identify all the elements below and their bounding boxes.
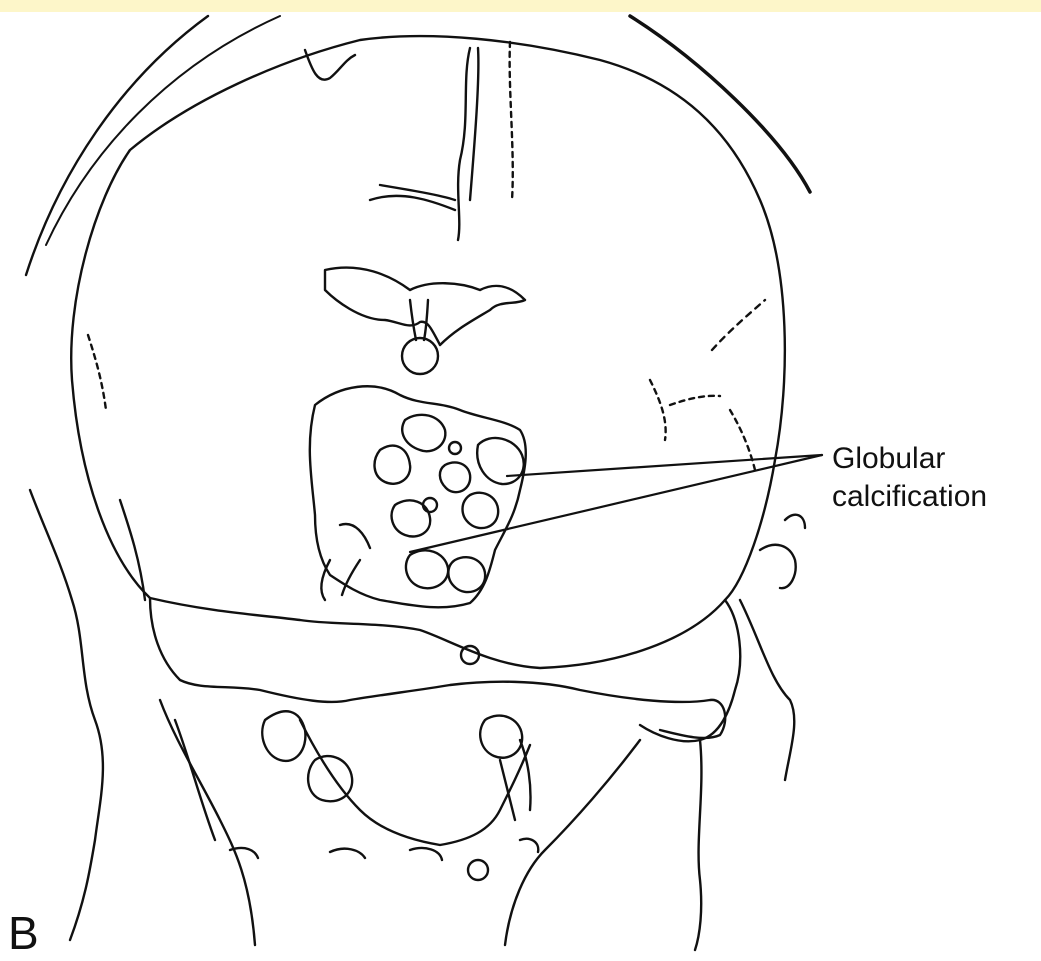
right-dashed-suture-1 [712, 300, 765, 350]
scalp-arc-left-inner [46, 16, 280, 245]
bottom-foramen [468, 860, 488, 880]
lower-right-edge [695, 600, 794, 950]
right-dashed-suture-2 [650, 380, 720, 440]
scalp-arc-right [630, 16, 810, 192]
lower-foramen-circle [461, 646, 479, 664]
skull-base-upper [150, 598, 725, 738]
upper-midline-branch [370, 185, 455, 210]
calcification-blob-5 [392, 500, 431, 536]
calcification-blob-2 [477, 438, 524, 484]
central-mass-inner-lines [321, 524, 370, 600]
calcification-blob-8 [448, 557, 485, 592]
panel-letter: B [8, 908, 39, 958]
scalp-arc-left-outer [26, 16, 208, 275]
lower-left-edge [30, 490, 103, 940]
midline-falx [458, 48, 478, 240]
label-line-2: calcification [832, 478, 987, 516]
calcification-blob-4 [440, 462, 470, 492]
lower-left-blob [262, 711, 305, 761]
lower-right-blob [480, 716, 522, 758]
lower-left-inner [120, 500, 215, 840]
upper-ventricle-stalk [410, 300, 428, 340]
right-side-drips [760, 515, 805, 588]
calcification-blob-6 [463, 493, 499, 528]
calcification-dot-2 [449, 442, 461, 454]
top-right-notch [510, 42, 513, 200]
central-mass-outline [310, 386, 526, 607]
calcification-dot-1 [423, 498, 437, 512]
upper-foramen-circle [402, 338, 438, 374]
lower-center-blob [308, 756, 352, 801]
skull-base-lower [160, 700, 640, 945]
skull-outline [71, 36, 785, 668]
calcification-blob-1 [402, 415, 445, 452]
calcification-blob-3 [375, 446, 411, 484]
globular-calcification-label: Globular calcification [832, 440, 987, 516]
lower-center-structure [300, 720, 530, 845]
left-dashed-suture [88, 335, 106, 410]
calcification-blob-7 [406, 550, 448, 588]
bottom-small-shapes [230, 839, 538, 860]
label-line-1: Globular [832, 440, 987, 478]
